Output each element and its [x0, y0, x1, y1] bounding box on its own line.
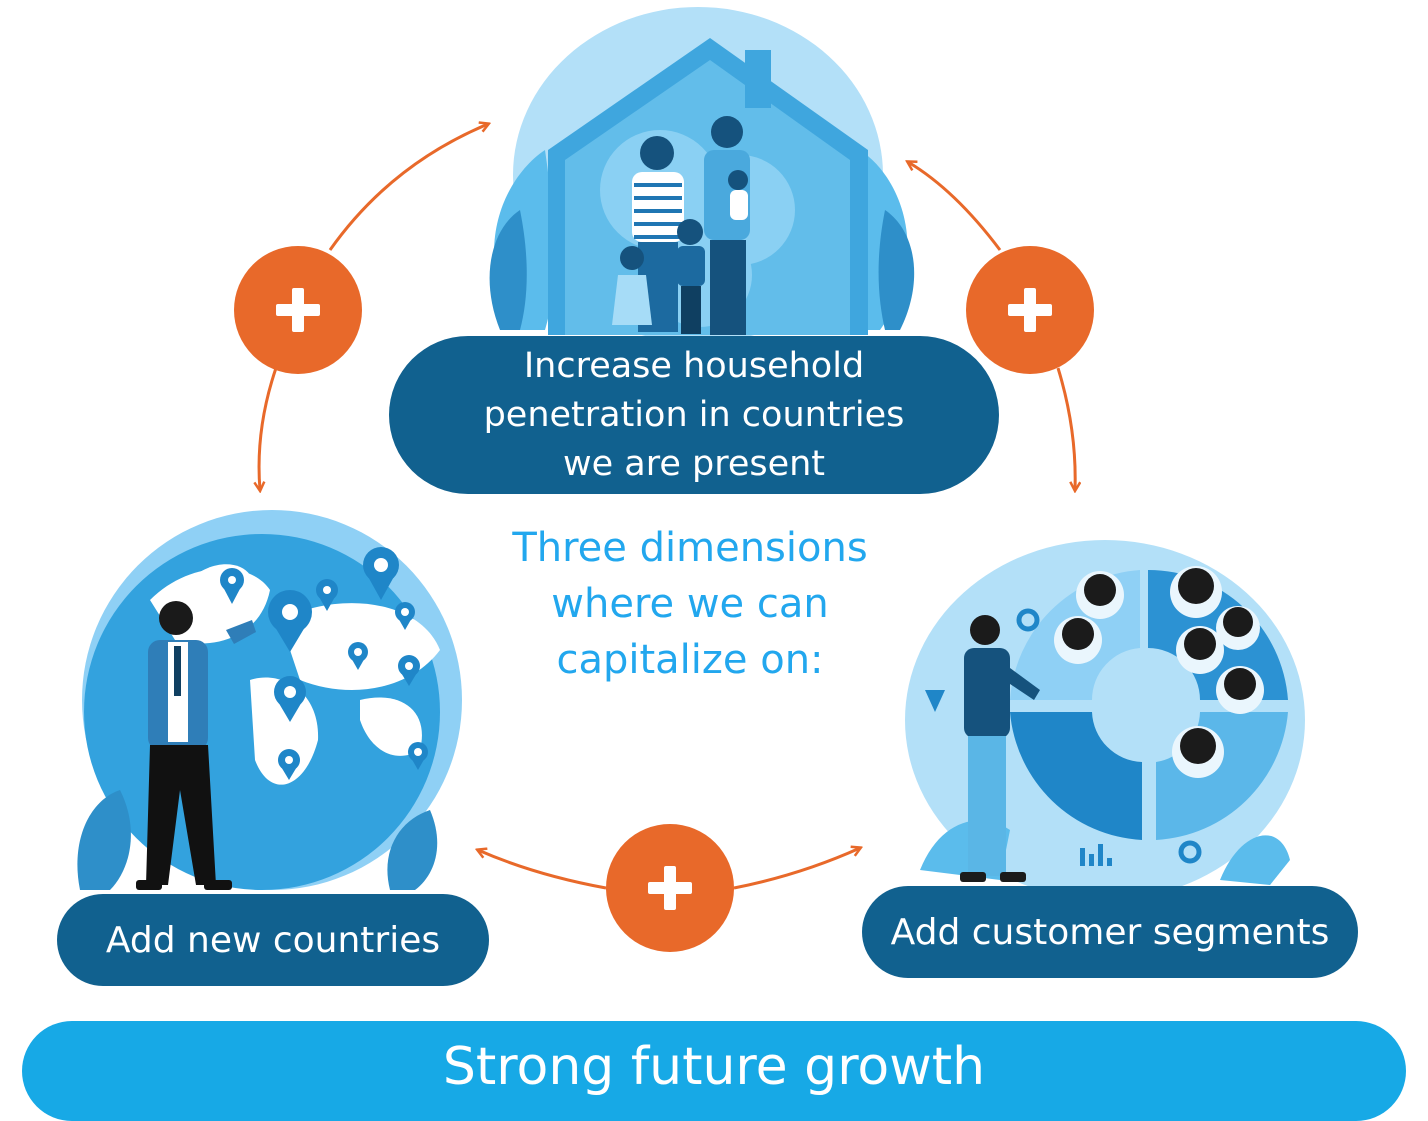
customer-segments-illustration: [905, 540, 1305, 900]
household-line-2: penetration in countries: [483, 394, 905, 435]
household-line-1: Increase household: [523, 345, 865, 386]
dimension-countries-label: Add new countries: [57, 894, 489, 986]
arrow-right-down: [1056, 367, 1075, 490]
center-line-3: capitalize on:: [556, 637, 824, 683]
household-line-3: we are present: [562, 443, 826, 484]
center-line-1: Three dimensions: [512, 525, 868, 571]
arrow-right-to-top: [908, 162, 1002, 251]
globe-businessman-illustration: [77, 510, 462, 890]
plus-badge-left: [234, 246, 362, 374]
center-line-2: where we can: [551, 581, 829, 627]
growth-banner-text: Strong future growth: [442, 1037, 986, 1097]
arrow-bottom-right: [733, 848, 860, 890]
arrow-left-to-top: [328, 124, 488, 251]
cycle-arrows: [259, 124, 1075, 890]
arrow-bottom-left: [478, 850, 607, 890]
plus-badge-right: [966, 246, 1094, 374]
countries-label-text: Add new countries: [105, 919, 441, 961]
dimension-segments-label: Add customer segments: [862, 886, 1358, 978]
dimension-household-label: Increase household penetration in countr…: [389, 336, 999, 494]
family-house-illustration: [489, 7, 915, 343]
arrow-left-down: [259, 367, 278, 490]
plus-badge-bottom: [606, 824, 734, 952]
strong-growth-banner: Strong future growth: [22, 1021, 1406, 1121]
center-caption: Three dimensions where we can capitalize…: [460, 520, 920, 688]
segments-label-text: Add customer segments: [890, 911, 1330, 953]
